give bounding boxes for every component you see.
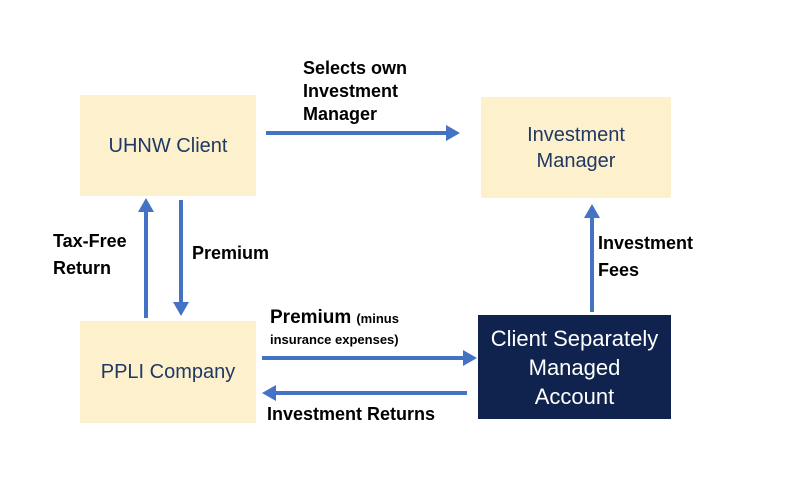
arrow-premium-net-head-icon: [463, 350, 477, 366]
box-uhnw-client: UHNW Client: [80, 95, 256, 196]
box-client-separately-managed-account: Client Separately Managed Account: [478, 315, 671, 419]
arrow-uhnw-to-investment-manager-head-icon: [446, 125, 460, 141]
label-tax-free-return: Tax-Free Return: [53, 231, 127, 278]
box-investment-manager: Investment Manager: [481, 97, 671, 198]
box-client-account-label-line3: Account: [534, 383, 615, 409]
arrow-investment-fees-head-icon: [584, 204, 600, 218]
box-investment-manager-label-line1: Investment: [527, 123, 625, 146]
box-uhnw-client-label: UHNW Client: [108, 134, 228, 157]
arrow-tax-free-return-head-icon: [138, 198, 154, 212]
arrow-premium-net-line: [262, 356, 463, 360]
label-investment-fees: Investment Fees: [598, 233, 694, 280]
box-client-account-label-line1: Client Separately: [490, 325, 659, 351]
label-selects-own-investment-manager: Selects own Investment Manager: [303, 58, 408, 124]
arrow-uhnw-to-investment-manager-line: [266, 131, 447, 135]
arrow-investment-returns-line: [276, 391, 467, 395]
label-investment-returns: Investment Returns: [267, 404, 436, 424]
arrow-premium-head-icon: [173, 302, 189, 316]
box-client-account-label-line2: Managed: [528, 354, 621, 380]
arrow-investment-fees-line: [590, 218, 594, 312]
box-investment-manager-label-line2: Manager: [536, 149, 616, 172]
arrow-investment-returns-head-icon: [262, 385, 276, 401]
arrow-premium-line: [179, 200, 183, 302]
box-ppli-company: PPLI Company: [80, 321, 256, 423]
label-premium-net: Premium (minus insurance expenses): [270, 307, 399, 347]
arrow-tax-free-return-line: [144, 212, 148, 318]
label-premium: Premium: [192, 243, 270, 263]
box-ppli-company-label: PPLI Company: [100, 361, 236, 383]
